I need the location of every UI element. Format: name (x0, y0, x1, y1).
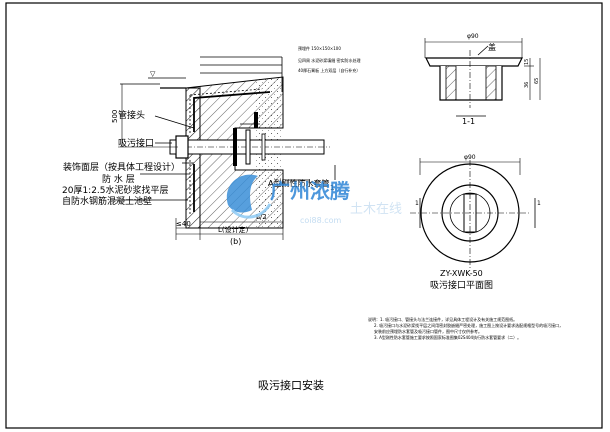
detail-1-1: φ90 盖 15 36 65 1-1 (424, 33, 541, 126)
plan-dim-top: φ90 (464, 154, 476, 161)
label-mortar: 20厚1:2.5水泥砂浆找平层 (62, 184, 169, 196)
section-label: (b) (230, 237, 241, 246)
plan-model: ZY-XWK-50 (440, 269, 483, 278)
dim-500: 500 (111, 110, 119, 123)
label-sleeve: A型刚性防水套管 (268, 178, 329, 188)
small-note-2: 见四周 水泥砂浆填缝 密实防水处理 (298, 57, 361, 63)
detail-dim-15: 15 (524, 59, 530, 65)
finish-layer (189, 88, 263, 215)
detail-dim-36: 36 (524, 82, 530, 88)
sheet-frame (5, 2, 603, 429)
detail-cap: 盖 (488, 42, 496, 52)
watermark-url: coi88.com (300, 216, 342, 225)
label-concrete-wall: 自防水钢筋混凝土池壁 (62, 195, 152, 207)
dim-min-40: ≤40 (176, 220, 191, 228)
watermark-text: 广州浓腾 (270, 179, 351, 203)
dim-length-l: L(设计定) (218, 225, 249, 234)
watermark-logo-icon (226, 174, 258, 213)
label-suction-port: 吸污接口 (118, 137, 154, 149)
plan-marker-right: 1 (537, 200, 541, 207)
cap-outline (425, 57, 523, 67)
watermark-sub: 土木在线 (350, 202, 402, 217)
label-waterproof: 防 水 层 (102, 173, 135, 185)
waterproof-layer (193, 91, 271, 212)
section-view: ▽ 500 管接头 吸污接口 装饰面层（按具体工程 (62, 45, 361, 246)
note-4: 3. A型刚性防水套管施工要求按照国家标准图集02S404执行防水套管要求（二）… (374, 334, 521, 340)
drawing-title: 吸污接口安装 (258, 378, 324, 392)
detail-label: 1-1 (462, 117, 475, 126)
label-pipe-head: 管接头 (118, 109, 145, 121)
note-2: 2. 吸污接口与水泥砂浆找平层之间用密封胶嵌缝严密处理，施工图上按设计要求选配规… (374, 322, 563, 328)
notes: 说明：1. 吸污接口、管接头与法兰连接件，详见具体工程设计及有关施工规范图纸。 … (368, 316, 563, 340)
plan-marker-left: 1 (415, 200, 419, 207)
small-note-1: 预埋件 150×150×100 (298, 45, 341, 51)
detail-dim-65: 65 (534, 78, 540, 84)
label-finish-layer: 装饰面层（按具体工程设计） (63, 161, 180, 173)
plan-caption: 吸污接口平面图 (430, 279, 493, 291)
section-marker: 1 (330, 184, 334, 192)
dim-half-l: L/2 (256, 213, 267, 221)
small-note-3: 40厚石膏板 上方双层（自行补充） (298, 67, 360, 73)
note-3: 安装前应预埋防水套管及吸污接口管件，图中尺寸仅供参考。 (374, 328, 482, 334)
svg-text:▽: ▽ (150, 70, 156, 78)
detail-dim-top: φ90 (467, 33, 479, 40)
plan-view: φ90 1 1 ZY-XWK-50 吸污接口平面图 (410, 154, 541, 291)
watermark: 广州浓腾 土木在线 coi88.com (226, 174, 402, 225)
note-1: 说明：1. 吸污接口、管接头与法兰连接件，详见具体工程设计及有关施工规范图纸。 (368, 316, 517, 322)
